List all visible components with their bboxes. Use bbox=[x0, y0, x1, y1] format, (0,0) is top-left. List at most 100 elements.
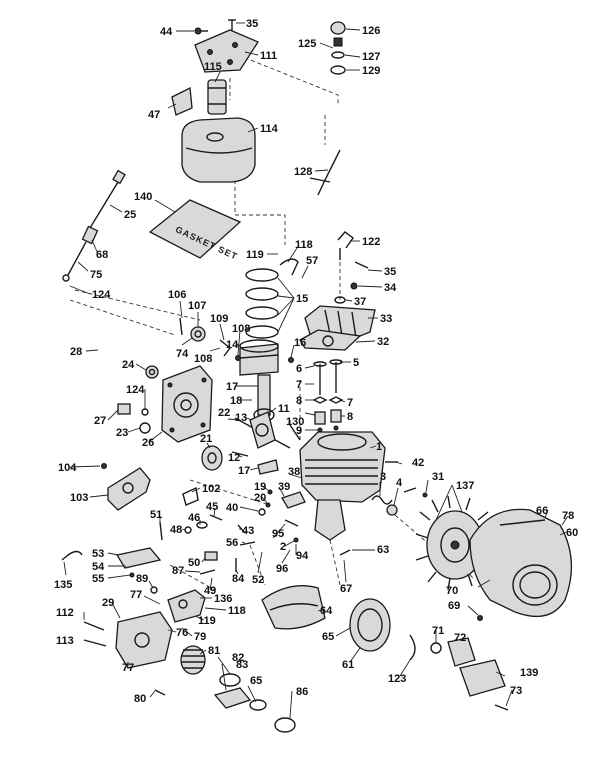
label-8a: 8 bbox=[296, 395, 302, 407]
label-12: 12 bbox=[228, 452, 240, 464]
label-37: 37 bbox=[354, 296, 366, 308]
label-8b: 8 bbox=[347, 411, 353, 423]
label-28: 28 bbox=[70, 346, 82, 358]
label-38: 38 bbox=[288, 466, 300, 478]
label-75: 75 bbox=[90, 269, 102, 281]
blower-housing bbox=[469, 508, 573, 618]
label-125: 125 bbox=[298, 38, 316, 50]
label-95: 95 bbox=[272, 528, 284, 540]
label-26: 26 bbox=[142, 437, 154, 449]
label-11: 11 bbox=[278, 403, 290, 415]
label-135: 135 bbox=[54, 579, 72, 591]
label-119: 119 bbox=[246, 249, 264, 261]
label-42: 42 bbox=[412, 457, 424, 469]
label-113: 113 bbox=[56, 635, 74, 647]
label-81: 81 bbox=[208, 645, 220, 657]
label-16: 16 bbox=[294, 337, 306, 349]
label-119b: 119 bbox=[198, 615, 216, 627]
label-72: 72 bbox=[454, 632, 466, 644]
label-22: 22 bbox=[218, 407, 230, 419]
label-127: 127 bbox=[362, 51, 380, 63]
label-73: 73 bbox=[510, 685, 522, 697]
label-82: 82 bbox=[232, 652, 244, 664]
label-137: 137 bbox=[456, 480, 474, 492]
label-52: 52 bbox=[252, 574, 264, 586]
cylinder-block bbox=[289, 424, 398, 541]
label-5: 5 bbox=[353, 357, 359, 369]
label-24: 24 bbox=[122, 359, 135, 371]
label-43: 43 bbox=[242, 525, 254, 537]
carburetor-group bbox=[83, 586, 296, 733]
fuel-tank-group bbox=[171, 19, 346, 196]
starter-group bbox=[349, 598, 509, 711]
label-54: 54 bbox=[92, 561, 105, 573]
label-2: 2 bbox=[280, 541, 286, 553]
label-115: 115 bbox=[204, 61, 222, 73]
label-128: 128 bbox=[294, 166, 312, 178]
label-80: 80 bbox=[134, 693, 146, 705]
label-112: 112 bbox=[56, 607, 74, 619]
label-126: 126 bbox=[362, 25, 380, 37]
label-77a: 77 bbox=[130, 589, 142, 601]
label-40: 40 bbox=[226, 502, 238, 514]
label-53: 53 bbox=[92, 548, 104, 560]
label-44: 44 bbox=[160, 26, 173, 38]
label-63: 63 bbox=[377, 544, 389, 556]
label-65a: 65 bbox=[322, 631, 334, 643]
label-107: 107 bbox=[188, 300, 206, 312]
label-66: 66 bbox=[536, 505, 548, 517]
label-20: 20 bbox=[254, 492, 266, 504]
label-108: 108 bbox=[194, 353, 212, 365]
gasket-set-box: GASKET SET bbox=[148, 199, 242, 262]
governor-parts bbox=[61, 463, 306, 578]
label-29: 29 bbox=[102, 597, 114, 609]
label-114: 114 bbox=[260, 123, 279, 135]
label-50: 50 bbox=[188, 557, 200, 569]
label-122: 122 bbox=[362, 236, 380, 248]
label-123: 123 bbox=[388, 673, 406, 685]
label-77b: 77 bbox=[122, 662, 134, 674]
label-34: 34 bbox=[384, 282, 397, 294]
label-3: 3 bbox=[380, 471, 386, 483]
label-60: 60 bbox=[566, 527, 578, 539]
label-108b: 108 bbox=[232, 323, 250, 335]
label-71: 71 bbox=[432, 625, 444, 637]
label-7b: 7 bbox=[347, 397, 353, 409]
valve-group bbox=[312, 359, 344, 433]
label-57: 57 bbox=[306, 255, 318, 267]
label-109: 109 bbox=[210, 313, 228, 325]
label-79: 79 bbox=[194, 631, 206, 643]
label-118: 118 bbox=[295, 239, 313, 251]
piston-rings-group bbox=[239, 258, 299, 422]
label-86: 86 bbox=[296, 686, 308, 698]
label-118b: 118 bbox=[228, 605, 246, 617]
label-83: 83 bbox=[236, 659, 248, 671]
label-69: 69 bbox=[448, 600, 460, 612]
label-104: 104 bbox=[58, 462, 77, 474]
label-68: 68 bbox=[96, 249, 108, 261]
label-84: 84 bbox=[232, 573, 245, 585]
label-124b: 124 bbox=[126, 384, 145, 396]
label-130: 130 bbox=[286, 416, 304, 428]
label-89: 89 bbox=[136, 573, 148, 585]
label-96: 96 bbox=[276, 563, 288, 575]
label-61: 61 bbox=[342, 659, 354, 671]
label-56: 56 bbox=[226, 537, 238, 549]
label-6: 6 bbox=[296, 363, 302, 375]
crankshaft-group bbox=[201, 411, 291, 475]
label-49: 49 bbox=[204, 585, 216, 597]
linkage-rod-group bbox=[62, 169, 126, 282]
muffler-guard bbox=[261, 549, 351, 630]
label-35b: 35 bbox=[384, 266, 396, 278]
label-140: 140 bbox=[134, 191, 152, 203]
label-124: 124 bbox=[92, 289, 111, 301]
label-106: 106 bbox=[168, 289, 186, 301]
governor-linkage bbox=[371, 487, 428, 516]
label-9: 9 bbox=[296, 425, 302, 437]
label-94: 94 bbox=[296, 550, 309, 562]
label-65b: 65 bbox=[250, 675, 262, 687]
label-18: 18 bbox=[230, 395, 242, 407]
assembly-dashed-lines bbox=[69, 54, 476, 591]
label-136: 136 bbox=[214, 593, 232, 605]
